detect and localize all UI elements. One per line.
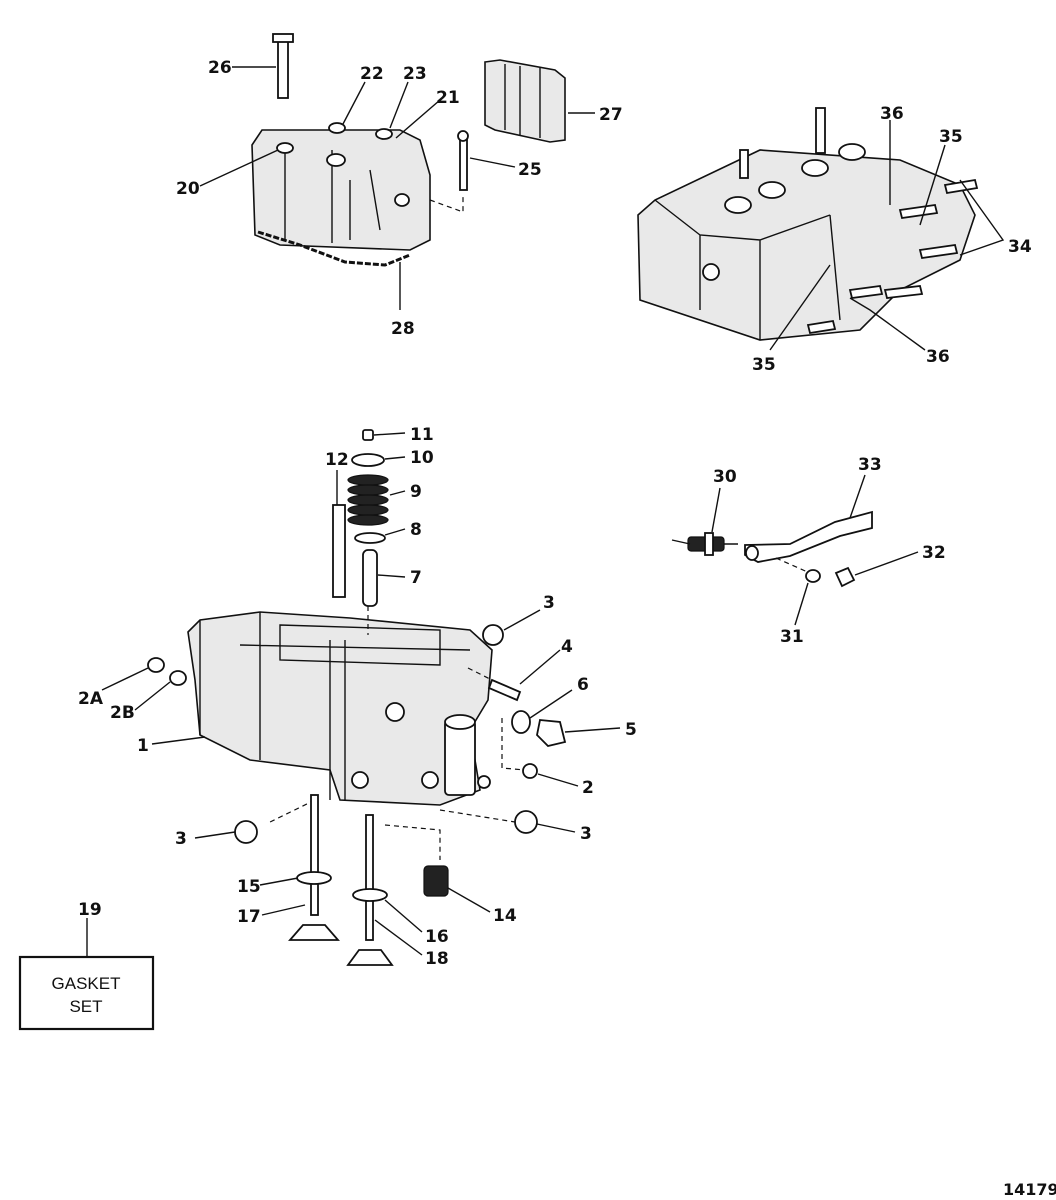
callout-2: 2 (582, 778, 594, 798)
gasket-set-box: 19 GASKET SET (18, 900, 155, 1031)
callout-25: 25 (518, 160, 542, 180)
callout-7: 7 (410, 568, 422, 588)
callout-6: 6 (577, 675, 589, 695)
callout-35-bottom: 35 (752, 355, 776, 375)
gasket-set-line2: SET (69, 997, 102, 1016)
callout-4: 4 (561, 637, 573, 657)
spring-9-part (347, 474, 389, 526)
valve-train-stack (332, 429, 389, 635)
callout-21: 21 (436, 88, 460, 108)
plug-3-top-part (482, 624, 504, 646)
gasket-set-line1: GASKET (52, 974, 121, 993)
figure-number: 14179 (1003, 1180, 1056, 1199)
callout-3-right: 3 (580, 824, 592, 844)
valve-17-part (288, 794, 340, 941)
bracket-33-part (744, 510, 873, 563)
callout-15: 15 (237, 877, 261, 897)
callout-16: 16 (425, 927, 449, 947)
washer-31-part (805, 569, 821, 583)
keeper-11-part (362, 429, 374, 441)
seal-14-part (384, 824, 449, 897)
gasket-set-frame (18, 955, 155, 1031)
callout-18: 18 (425, 949, 449, 969)
callout-27: 27 (599, 105, 623, 125)
callout-8: 8 (410, 520, 422, 540)
callout-22: 22 (360, 64, 384, 84)
callout-3-left: 3 (175, 829, 187, 849)
callout-14: 14 (493, 906, 517, 926)
callout-31: 31 (780, 627, 804, 647)
sensor-bracket-assembly: 30 33 32 31 (671, 455, 946, 647)
gasket-6-part (511, 710, 531, 734)
callout-34: 34 (1008, 237, 1032, 257)
callout-30: 30 (713, 467, 737, 487)
callout-12: 12 (325, 450, 349, 470)
plug-2-part (522, 763, 538, 779)
callout-35-top: 35 (939, 127, 963, 147)
callout-33: 33 (858, 455, 882, 475)
assembled-head: 36 35 34 35 36 (637, 104, 1032, 375)
callout-9: 9 (410, 482, 422, 502)
stud-12-part (332, 504, 346, 598)
cylinder-head-exploded: 11 10 9 8 7 12 3 4 6 5 2 3 3 2A 2B 1 14 … (78, 425, 637, 969)
callout-20: 20 (176, 179, 200, 199)
stud-4-part (487, 678, 522, 702)
callout-23: 23 (403, 64, 427, 84)
callout-26: 26 (208, 58, 232, 78)
callout-10: 10 (410, 448, 434, 468)
callout-36-bottom: 36 (926, 347, 950, 367)
callout-28: 28 (391, 319, 415, 339)
valve-cover-assembly: 26 22 23 21 20 27 25 28 (176, 33, 623, 339)
assembled-head-body (637, 149, 976, 341)
callout-5: 5 (625, 720, 637, 740)
callout-36-top: 36 (880, 104, 904, 124)
guide-7-part (362, 549, 378, 607)
shield-27-part (484, 59, 566, 143)
plug-2b-part (169, 670, 187, 686)
callout-19: 19 (78, 900, 102, 920)
callout-2a: 2A (78, 689, 104, 709)
callout-11: 11 (410, 425, 434, 445)
gasket-28-part (257, 230, 411, 267)
pushrod-25-part (459, 139, 468, 191)
callout-1: 1 (137, 736, 149, 756)
washer-8-part (354, 532, 386, 544)
bolt-26-part (277, 37, 289, 99)
fitting-5-part (536, 719, 567, 747)
callout-17: 17 (237, 907, 261, 927)
sensor-30-part (671, 532, 738, 556)
plug-3-right-part (514, 810, 538, 834)
callout-32: 32 (922, 543, 946, 563)
valve-18-part (346, 814, 394, 966)
retainer-10-part (351, 453, 385, 467)
callout-3-top: 3 (543, 593, 555, 613)
plug-3-left-part (234, 820, 258, 844)
plug-2a-part (147, 657, 165, 673)
callout-2b: 2B (110, 703, 135, 723)
nut-32-part (834, 566, 856, 588)
